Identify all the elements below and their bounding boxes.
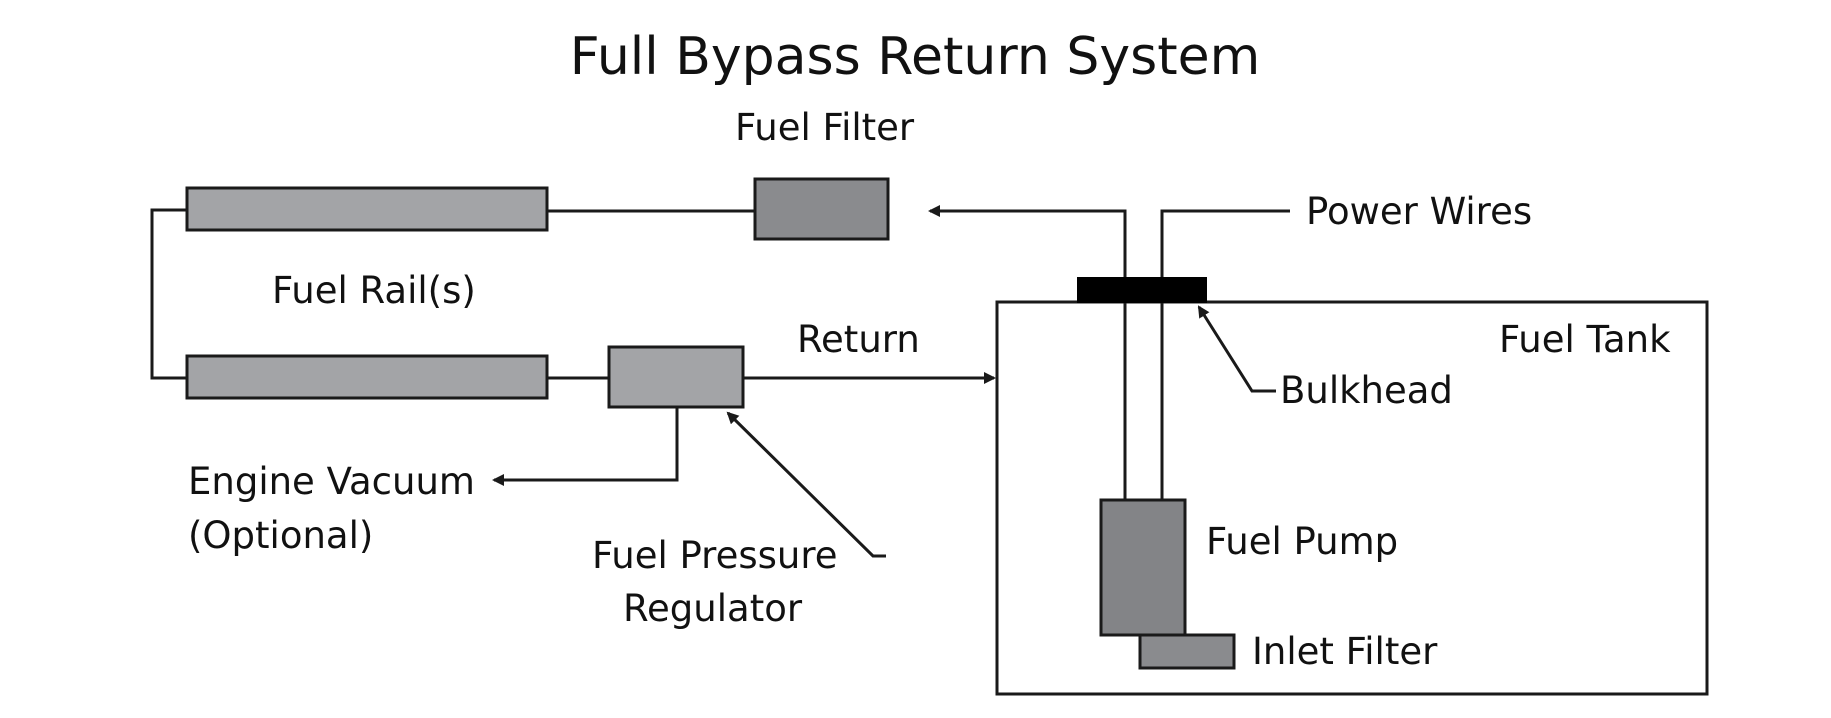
engine-vacuum-label: Engine Vacuum xyxy=(188,460,475,503)
inlet-filter xyxy=(1138,633,1236,670)
fuel-pressure-regulator xyxy=(607,345,745,409)
fuel-rail-bottom xyxy=(185,354,549,400)
fuel-rails-label: Fuel Rail(s) xyxy=(272,269,476,312)
fuel-pump xyxy=(1099,498,1187,637)
engine-vacuum-line xyxy=(492,407,679,486)
fuel-tank-label: Fuel Tank xyxy=(1499,318,1671,361)
rail-crossover-line xyxy=(150,208,187,380)
fuel-tank xyxy=(995,300,1709,696)
optional-label: (Optional) xyxy=(188,514,373,557)
regulator-label: Regulator xyxy=(623,587,803,630)
fuel-pump-label: Fuel Pump xyxy=(1206,520,1398,563)
diagram-title: Full Bypass Return System xyxy=(570,27,1260,87)
regulator-leader-arrow xyxy=(726,411,886,558)
fuel-rail-top xyxy=(185,186,549,232)
return-label: Return xyxy=(797,318,920,361)
bulkhead-label: Bulkhead xyxy=(1280,369,1453,412)
inlet-filter-label: Inlet Filter xyxy=(1252,630,1438,673)
power-wires-label: Power Wires xyxy=(1306,190,1532,233)
fuel-filter xyxy=(753,177,890,241)
fuel-filter-label: Fuel Filter xyxy=(735,106,915,149)
power-wires-line xyxy=(1160,209,1290,500)
fuel-feed-line xyxy=(928,205,1127,500)
bulkhead-leader-arrow xyxy=(1197,305,1276,393)
fuel-pressure-label: Fuel Pressure xyxy=(592,534,838,577)
bulkhead xyxy=(1077,277,1207,303)
